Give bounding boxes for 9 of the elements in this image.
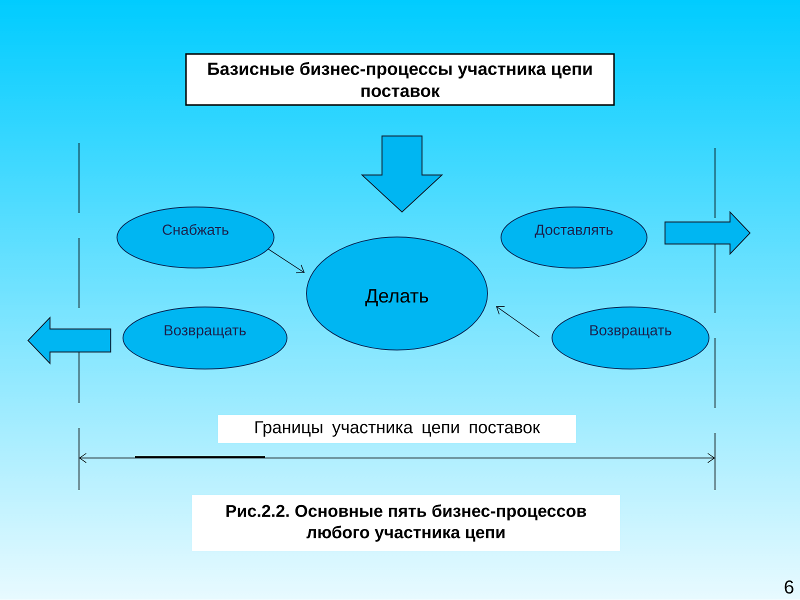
block-arrow [360,136,444,213]
block-arrow [27,316,112,365]
block-arrow [664,210,751,256]
page-number: 6 [784,580,794,594]
arrow [268,248,305,274]
arrow [496,306,540,338]
title-box: Базисные бизнес-процессы участника цепи поставок [185,53,615,106]
label-box: Границы участника цепи поставок [218,415,576,443]
caption-box: Рис.2.2. Основные пять бизнес-процессов любого участника цепи [192,495,620,551]
